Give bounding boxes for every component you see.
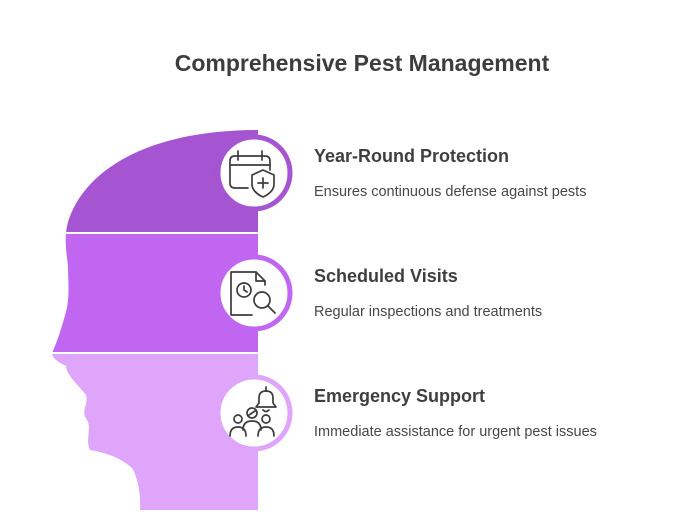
head-band-bottom [52,353,258,510]
step-title: Emergency Support [314,386,486,406]
step-title: Scheduled Visits [314,266,458,286]
step-scheduled-visits: Scheduled Visits Regular inspections and… [314,266,542,320]
step-title: Year-Round Protection [314,146,510,166]
step-year-round-protection: Year-Round Protection Ensures continuous… [314,146,586,200]
clock-document-search-icon [230,271,276,316]
page-title: Comprehensive Pest Management [174,50,550,76]
icon-circle-2 [215,254,293,332]
icon-circle-1 [215,134,293,212]
step-description: Immediate assistance for urgent pest iss… [314,424,597,440]
icon-circle-3 [215,374,293,452]
people-alarm-bell-icon [229,386,277,437]
step-description: Regular inspections and treatments [314,304,543,320]
calendar-shield-icon [229,150,275,198]
step-description: Ensures continuous defense against pests [314,184,587,200]
step-emergency-support: Emergency Support Immediate assistance f… [314,386,597,440]
